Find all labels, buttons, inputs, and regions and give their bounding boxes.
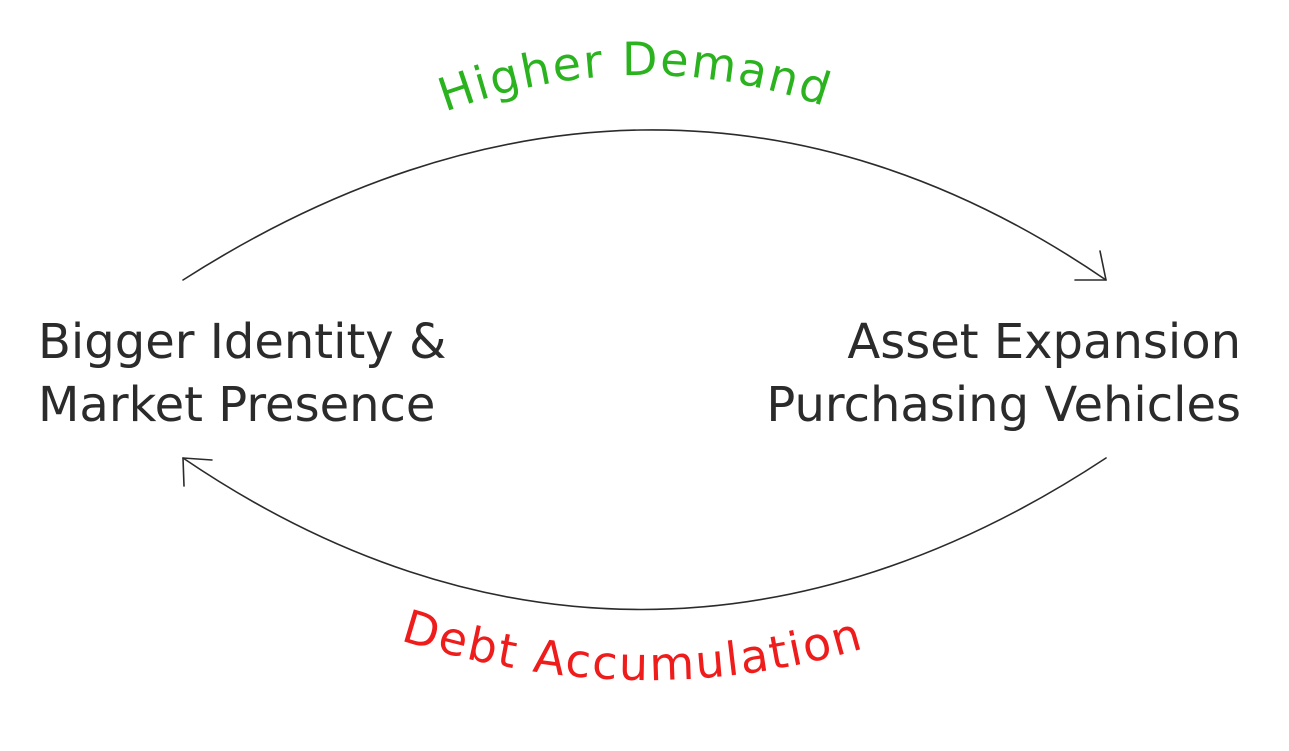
arrow-top-head <box>1074 250 1107 281</box>
node-bigger-identity: Bigger Identity & Market Presence <box>38 314 446 433</box>
edge-label-higher-demand: Higher Demand <box>431 32 839 122</box>
edge-label-higher-demand-text: Higher Demand <box>431 32 837 122</box>
node-left-line1: Bigger Identity & <box>38 314 446 370</box>
edge-label-debt-accumulation: Debt Accumulation <box>397 599 869 691</box>
arrow-debt-accumulation <box>182 457 1107 611</box>
arrow-bottom-head <box>182 457 213 487</box>
node-left-line2: Market Presence <box>38 377 435 433</box>
node-right-line1: Asset Expansion <box>847 314 1241 370</box>
edge-label-debt-accumulation-text: Debt Accumulation <box>397 599 867 691</box>
arrow-bottom-curve <box>182 457 1107 611</box>
arrow-higher-demand <box>182 129 1107 281</box>
node-right-line2: Purchasing Vehicles <box>766 377 1241 433</box>
arrow-top-curve <box>182 129 1107 281</box>
node-asset-expansion: Asset Expansion Purchasing Vehicles <box>766 314 1241 433</box>
